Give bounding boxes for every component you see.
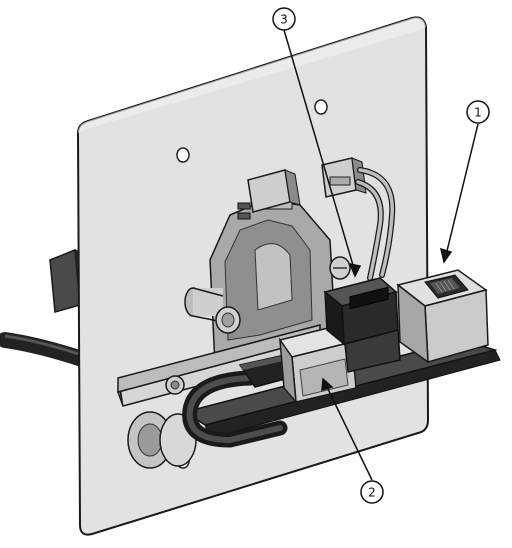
arrow-3	[348, 262, 362, 278]
callout-label-3: 3	[280, 13, 288, 27]
top-connector-right	[321, 157, 367, 198]
jack-3	[323, 277, 401, 373]
arrow-1	[439, 247, 453, 264]
callout-1: 1	[466, 100, 490, 124]
rear-cable	[0, 332, 93, 368]
patch-cable	[182, 370, 288, 448]
vertical-bracket	[209, 194, 336, 366]
jack-2	[278, 324, 357, 405]
screw-center	[329, 256, 351, 280]
callout-label-2: 2	[368, 486, 376, 500]
leader-3	[283, 29, 356, 273]
plate-hole-top-right	[314, 99, 328, 115]
callout-2: 2	[360, 480, 384, 504]
callout-3: 3	[272, 7, 296, 31]
leader-2	[325, 384, 373, 481]
screw-left	[215, 306, 241, 334]
callout-leaders	[283, 29, 479, 481]
arrow-2	[321, 377, 334, 392]
connector-wires	[355, 167, 396, 281]
top-connector-left	[237, 169, 301, 220]
callout-label-1: 1	[474, 106, 482, 120]
leader-1	[445, 123, 479, 256]
standoff-post	[184, 287, 224, 323]
screw-bracket	[165, 375, 185, 395]
jack-1	[396, 269, 489, 364]
plate-hole-top-left	[176, 147, 190, 163]
